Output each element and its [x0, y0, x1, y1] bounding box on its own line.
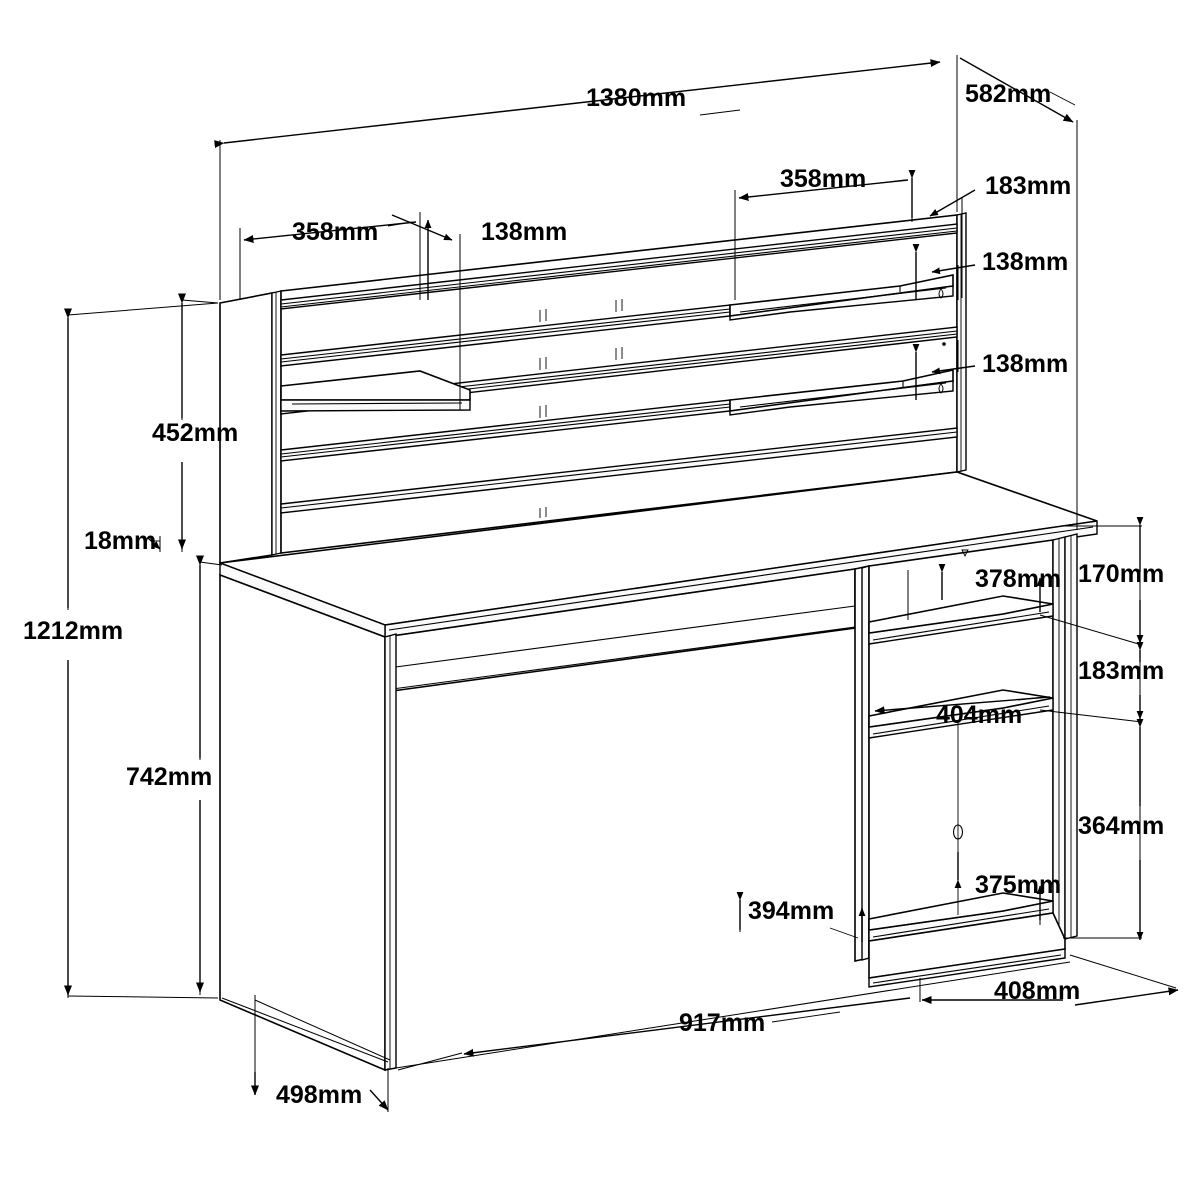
- dim-label-138-d: 138mm: [982, 350, 1068, 378]
- dim-label-742: 742mm: [126, 763, 212, 791]
- desk-top-surface: [219, 471, 1098, 639]
- dim-label-1380: 1380mm: [586, 84, 686, 112]
- dim-label-378: 378mm: [975, 565, 1061, 593]
- dim-label-404: 404mm: [936, 701, 1022, 729]
- hutch-back-dividers: [539, 299, 623, 418]
- dim-label-1212: 1212mm: [23, 617, 123, 645]
- hutch-shelf-third: [280, 326, 958, 415]
- dim-label-394: 394mm: [748, 897, 834, 925]
- hutch-bottom-rail: [280, 427, 958, 518]
- dim-label-408: 408mm: [994, 977, 1080, 1005]
- desk-assembly: [219, 212, 1098, 1072]
- dim-label-183-t: 183mm: [985, 172, 1071, 200]
- dim-label-452: 452mm: [152, 419, 238, 447]
- dim-label-358-l: 358mm: [292, 218, 378, 246]
- cabinet-base-plinth: [868, 912, 1066, 988]
- dim-label-917: 917mm: [679, 1009, 765, 1037]
- dim-label-183-m: 183mm: [1078, 657, 1164, 685]
- dim-label-138-u: 138mm: [982, 248, 1068, 276]
- hutch-right-end-panel: [956, 212, 967, 473]
- dimension-labels: 1380mm 582mm 358mm 183mm 358mm 138mm 138…: [23, 80, 1164, 1109]
- hutch-left-end-panel: [219, 290, 282, 564]
- dim-label-358-r: 358mm: [780, 165, 866, 193]
- dim-label-582: 582mm: [965, 80, 1051, 108]
- dim-label-170: 170mm: [1078, 560, 1164, 588]
- hutch-shelf-fourth: [280, 369, 954, 462]
- dim-label-375: 375mm: [975, 871, 1061, 899]
- dim-label-138-l: 138mm: [481, 218, 567, 246]
- dimension-lines: [64, 55, 1179, 1112]
- dim-label-18: 18mm: [84, 527, 156, 555]
- desk-left-leg-panel: [219, 573, 397, 1072]
- hutch-shelf-top: [280, 223, 958, 310]
- hutch-shelf-second: [280, 274, 954, 367]
- desk-right-cabinet: [854, 533, 1078, 962]
- dim-label-364: 364mm: [1078, 812, 1164, 840]
- dim-label-498: 498mm: [276, 1081, 362, 1109]
